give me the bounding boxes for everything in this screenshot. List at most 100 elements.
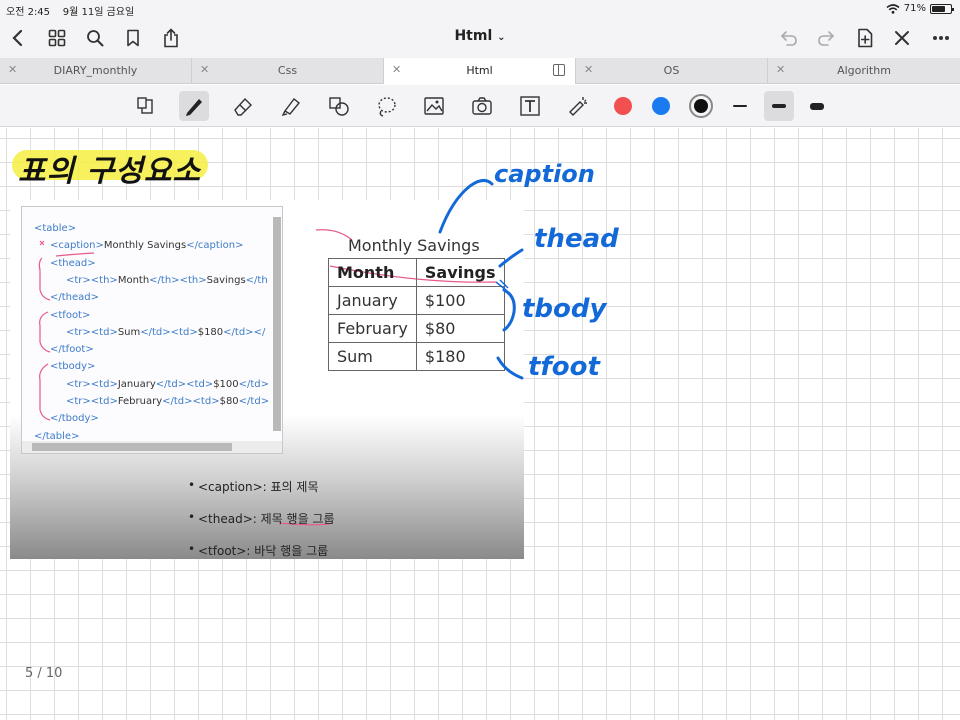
laser-pointer-icon[interactable]: [563, 91, 593, 121]
status-left: 오전 2:45 9월 11일 금요일: [6, 3, 134, 18]
code-text: February: [117, 396, 163, 407]
code-tag: <caption>: [50, 240, 104, 252]
tab-close-icon[interactable]: ✕: [200, 63, 210, 76]
wifi-icon: [886, 3, 900, 14]
highlighter-tool-icon[interactable]: [276, 91, 306, 121]
pen-tool-icon[interactable]: [179, 91, 209, 121]
split-view-icon[interactable]: [553, 64, 565, 76]
nav-bar: Html ⌄: [0, 18, 960, 58]
code-tag: </tfoot>: [50, 344, 94, 356]
tab-algorithm[interactable]: ✕ Algorithm: [768, 58, 960, 84]
code-line: <caption>Monthly Savings</caption>: [50, 240, 243, 251]
list-item: <caption>: 표의 제목: [188, 478, 335, 510]
code-tag: </table>: [34, 430, 80, 442]
tab-label: OS: [663, 64, 680, 77]
undo-icon[interactable]: [777, 26, 801, 50]
tab-label: Css: [277, 64, 298, 77]
table-cell: $100: [415, 286, 505, 315]
color-blue-swatch[interactable]: [646, 91, 676, 121]
text-tool-icon[interactable]: [515, 91, 545, 121]
chevron-down-icon: ⌄: [497, 32, 506, 43]
grid-view-icon[interactable]: [45, 26, 69, 50]
code-tag: <td>: [90, 378, 118, 390]
tab-os[interactable]: ✕ OS: [576, 58, 768, 84]
code-line: </tfoot>: [50, 344, 94, 355]
code-tag: <td>: [186, 378, 214, 390]
code-tag: <td>: [170, 326, 198, 338]
code-tag: </th>: [149, 274, 180, 286]
code-text: Monthly Savings: [103, 240, 187, 252]
tab-css[interactable]: ✕ Css: [192, 58, 384, 84]
battery-percent: 71%: [903, 3, 926, 14]
tab-label: Algorithm: [837, 64, 891, 77]
code-line: <tr><td>Sum</td><td>$180</td></: [66, 327, 265, 338]
code-tag: <th>: [90, 274, 118, 286]
note-heading: 표의 구성요소: [18, 154, 202, 189]
table-cell: January: [328, 286, 417, 315]
camera-tool-icon[interactable]: [467, 91, 497, 121]
redo-icon[interactable]: [814, 26, 838, 50]
table-header-cell: Savings: [415, 258, 505, 287]
status-right: 71%: [886, 3, 954, 14]
color-black-swatch[interactable]: [686, 91, 716, 121]
tab-close-icon[interactable]: ✕: [776, 63, 786, 76]
code-tag: </td>: [238, 396, 270, 407]
close-icon[interactable]: [890, 26, 914, 50]
drawing-toolbar: [0, 85, 960, 127]
color-red-swatch[interactable]: [608, 91, 638, 121]
document-tabs: ✕ DIARY_monthly ✕ Css ✕ Html ✕ OS ✕ Algo…: [0, 58, 960, 84]
annotation-thead: thead: [534, 224, 619, 254]
code-line: <tfoot>: [50, 310, 90, 321]
stroke-medium[interactable]: [764, 91, 794, 121]
tab-close-icon[interactable]: ✕: [584, 63, 594, 76]
vertical-scrollbar[interactable]: [273, 217, 281, 431]
table-row: Sum $180: [328, 342, 505, 371]
code-line: </tbody>: [50, 413, 99, 424]
lasso-tool-icon[interactable]: [371, 91, 401, 121]
rendered-table: Month Savings January $100 February $80 …: [328, 258, 505, 371]
add-page-icon[interactable]: [853, 26, 877, 50]
tab-diary-monthly[interactable]: ✕ DIARY_monthly: [0, 58, 192, 84]
code-tag: <tr>: [66, 274, 91, 286]
document-title-text: Html: [454, 28, 493, 44]
code-text: $100: [213, 378, 239, 390]
code-line: </thead>: [50, 292, 99, 303]
code-tag: </caption>: [186, 240, 244, 252]
search-icon[interactable]: [83, 26, 107, 50]
code-text: Savings: [206, 274, 246, 286]
horizontal-scrollbar[interactable]: [32, 443, 232, 451]
more-icon[interactable]: [929, 26, 953, 50]
code-line: <tr><td>January</td><td>$100</td>: [66, 379, 269, 390]
tab-close-icon[interactable]: ✕: [392, 63, 402, 76]
table-cell: $80: [415, 314, 505, 343]
shapes-tool-icon[interactable]: [324, 91, 354, 121]
code-text: Month: [117, 274, 150, 286]
share-icon[interactable]: [159, 26, 183, 50]
heading-highlight: [12, 150, 208, 180]
rendered-table-caption: Monthly Savings: [348, 236, 480, 255]
stroke-thick[interactable]: [802, 91, 832, 121]
tab-close-icon[interactable]: ✕: [8, 63, 18, 76]
tab-label: DIARY_monthly: [53, 64, 138, 77]
code-tag: </td>: [238, 378, 270, 390]
code-tag: <tr>: [66, 378, 91, 390]
code-tag: </: [253, 326, 266, 338]
image-tool-icon[interactable]: [419, 91, 449, 121]
annotation-tbody: tbody: [522, 294, 607, 324]
code-line: <table>: [34, 223, 76, 234]
list-item: <thead>: 제목 행을 그룹: [188, 510, 335, 542]
read-mode-icon[interactable]: [131, 91, 161, 121]
table-cell: $180: [415, 342, 505, 371]
code-line: <tr><th>Month</th><th>Savings</th: [66, 275, 268, 286]
status-bar: 오전 2:45 9월 11일 금요일 71%: [0, 0, 960, 18]
code-tag: </td>: [155, 378, 187, 390]
code-tag: <th>: [179, 274, 207, 286]
document-title[interactable]: Html ⌄: [0, 28, 960, 44]
code-tag: </th: [245, 274, 268, 286]
eraser-tool-icon[interactable]: [228, 91, 258, 121]
stroke-thin[interactable]: [725, 91, 755, 121]
tab-html[interactable]: ✕ Html: [384, 58, 576, 84]
bookmark-icon[interactable]: [121, 26, 145, 50]
back-icon[interactable]: [6, 26, 30, 50]
code-line: <thead>: [50, 258, 96, 269]
